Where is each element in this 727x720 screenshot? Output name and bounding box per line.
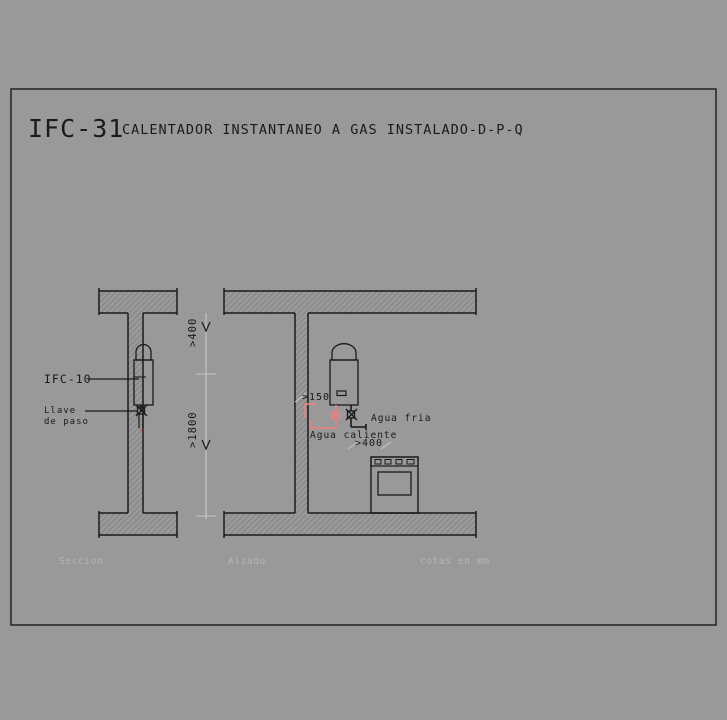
cold-water-label: Agua fria	[371, 413, 431, 424]
title-description: CALENTADOR INSTANTANEO A GAS INSTALADO-D…	[122, 122, 524, 138]
dimension-ceiling-clearance: >400	[187, 318, 199, 347]
dimension-stack-group: >400 >1800	[187, 313, 216, 519]
stove-burner-3	[395, 459, 403, 465]
section-pipe-endpoint-marker	[139, 428, 143, 432]
heater-label: IFC-10	[44, 372, 92, 386]
dimension-arrow-upper	[201, 321, 211, 333]
elevation-heater-flue-cap	[331, 343, 357, 361]
side-clearance-dimension: >150	[302, 392, 330, 403]
stove-clearance-leader-left	[347, 441, 359, 450]
section-view-caption: Seccion	[59, 556, 103, 567]
elevation-view-caption: Alzado	[228, 556, 266, 567]
section-ceiling-slab	[99, 291, 177, 313]
elevation-wall-body	[295, 313, 308, 513]
elevation-view-group: >150 Agua fria Agua caliente >400	[223, 288, 477, 538]
dimension-arrow-lower	[201, 439, 211, 451]
stove-cooktop-band	[370, 456, 419, 467]
cold-water-pipe-group	[345, 405, 367, 430]
units-note: cotas en mm	[420, 556, 490, 567]
side-clearance-leader	[294, 392, 307, 403]
hot-water-pipe-group	[304, 403, 341, 429]
valve-label-line2: de paso	[44, 417, 89, 427]
elevation-ceiling-slab	[224, 291, 476, 313]
dimension-floor-height: >1800	[187, 411, 199, 448]
drawing-border-frame	[10, 88, 717, 626]
stove-clearance-dimension: >400	[355, 438, 383, 449]
elevation-water-heater	[329, 343, 359, 406]
elevation-floor-slab	[224, 513, 476, 535]
section-wall-body	[128, 313, 143, 513]
section-valve-cross-b	[135, 404, 148, 417]
stove-clearance-leader-right	[380, 441, 392, 450]
section-view-group: IFC-10 Llave de paso	[44, 288, 178, 538]
section-heater-flue-cap	[135, 343, 152, 361]
gas-stove	[370, 456, 419, 514]
stove-oven-door	[377, 471, 412, 496]
hot-water-label: Agua caliente	[310, 430, 397, 441]
stove-burner-2	[384, 459, 392, 465]
elevation-heater-body	[329, 359, 359, 406]
valve-label-line1: Llave	[44, 406, 76, 416]
section-floor-slab	[99, 513, 177, 535]
stove-burner-4	[406, 459, 415, 465]
hot-water-valve-cross-b	[331, 410, 341, 420]
title-code: IFC-31	[28, 114, 124, 143]
elevation-heater-control-panel	[336, 390, 347, 397]
cold-water-valve-cross-b	[345, 408, 358, 421]
section-heater-body	[133, 359, 154, 406]
stove-burner-1	[374, 459, 382, 465]
